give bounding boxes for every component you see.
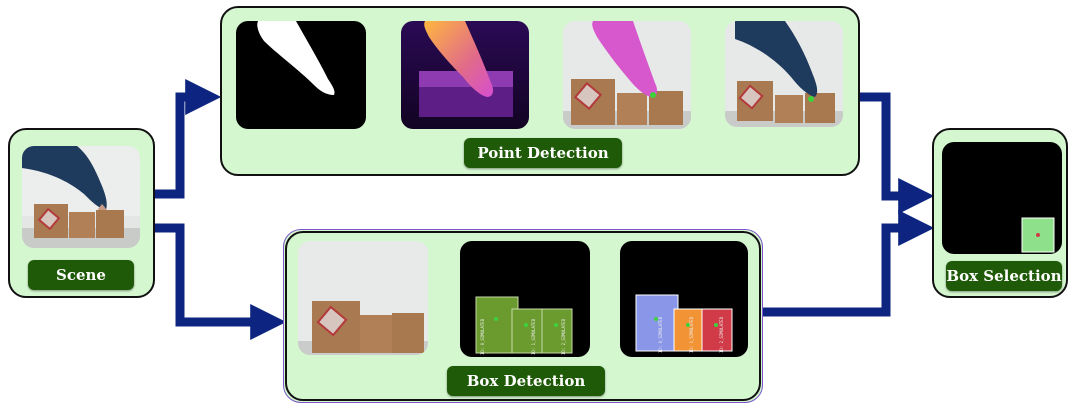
box-scene-image	[298, 241, 428, 355]
colored-box-0	[635, 294, 679, 352]
hand-overlay-image	[563, 21, 691, 129]
hand-mask-image	[236, 21, 366, 129]
colored-box-1	[673, 308, 703, 352]
colored-box-id-2: ID: 2_SIMULATED	[719, 316, 724, 353]
box-id-2: ID: 2_SIMULATED	[561, 318, 566, 355]
hand-point-image	[725, 21, 843, 127]
detected-box-1	[511, 308, 543, 354]
detected-box-0	[475, 296, 519, 354]
colored-box-id-0: ID: 0_SIMULATED	[658, 316, 663, 353]
arrow-scene-to-point	[155, 79, 222, 199]
arrow-box-to-selection	[763, 210, 935, 317]
point-detection-label: Point Detection	[464, 138, 622, 168]
colored-box-2	[701, 308, 733, 352]
box-id-1: ID: 1_SIMULATED	[531, 318, 536, 355]
box-detection-colored-image: ID: 0_SIMULATED ID: 1_SIMULATED ID: 2_SI…	[620, 241, 748, 357]
scene-label: Scene	[28, 260, 134, 290]
scene-image	[22, 146, 140, 248]
depth-map-image	[401, 21, 529, 129]
box-detection-green-image: ID: 0_SIMULATED ID: 1_SIMULATED ID: 2_SI…	[460, 241, 590, 357]
arrow-point-to-selection	[860, 92, 935, 214]
detected-box-2	[541, 308, 573, 354]
box-selection-label: Box Selection	[946, 261, 1062, 291]
selected-box	[1021, 217, 1055, 253]
box-selection-image	[942, 142, 1062, 254]
box-detection-label: Box Detection	[447, 366, 605, 396]
box-id-0: ID: 0_SIMULATED	[480, 318, 485, 355]
colored-box-id-1: ID: 1_SIMULATED	[689, 316, 694, 353]
arrow-scene-to-box	[155, 223, 287, 340]
